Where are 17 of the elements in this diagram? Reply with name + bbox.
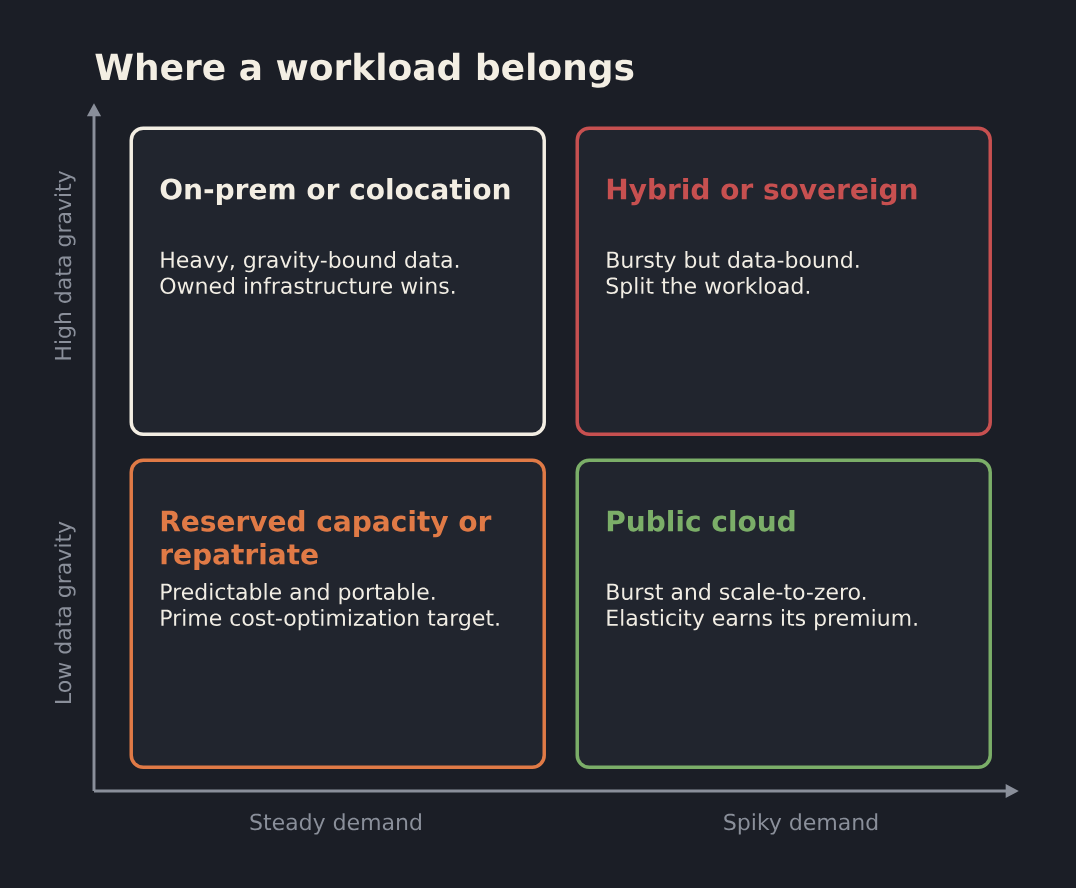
- quadrant-text: Burst and scale-to-zero. Elasticity earns its premium.: [607, 583, 917, 631]
- quadrant-text: Predictable and portable. Prime cost-optimization target.: [161, 583, 499, 631]
- axis-label: Spiky demand: [724, 813, 878, 835]
- axis-label: Steady demand: [250, 813, 421, 835]
- quadrant-heading: Reserved capacity or repatriate: [161, 510, 492, 571]
- axis-label: Low data gravity: [54, 521, 76, 703]
- quadrant-box: [575, 126, 992, 436]
- quadrant-heading: Public cloud: [607, 510, 795, 532]
- quadrant-box: [129, 458, 546, 769]
- quadrant-text: Heavy, gravity-bound data. Owned infrastructure wins.: [160, 251, 459, 294]
- quadrant-heading: Hybrid or sovereign: [607, 178, 917, 206]
- quadrant-box: [129, 126, 546, 436]
- axis-label: High data gravity: [54, 170, 76, 360]
- quadrant-heading: On-prem or colocation: [160, 178, 510, 206]
- quadrant-text: Bursty but data-bound. Split the workload.: [606, 251, 859, 299]
- quadrant-box: [575, 458, 992, 769]
- title: Where a workload belongs: [95, 52, 634, 88]
